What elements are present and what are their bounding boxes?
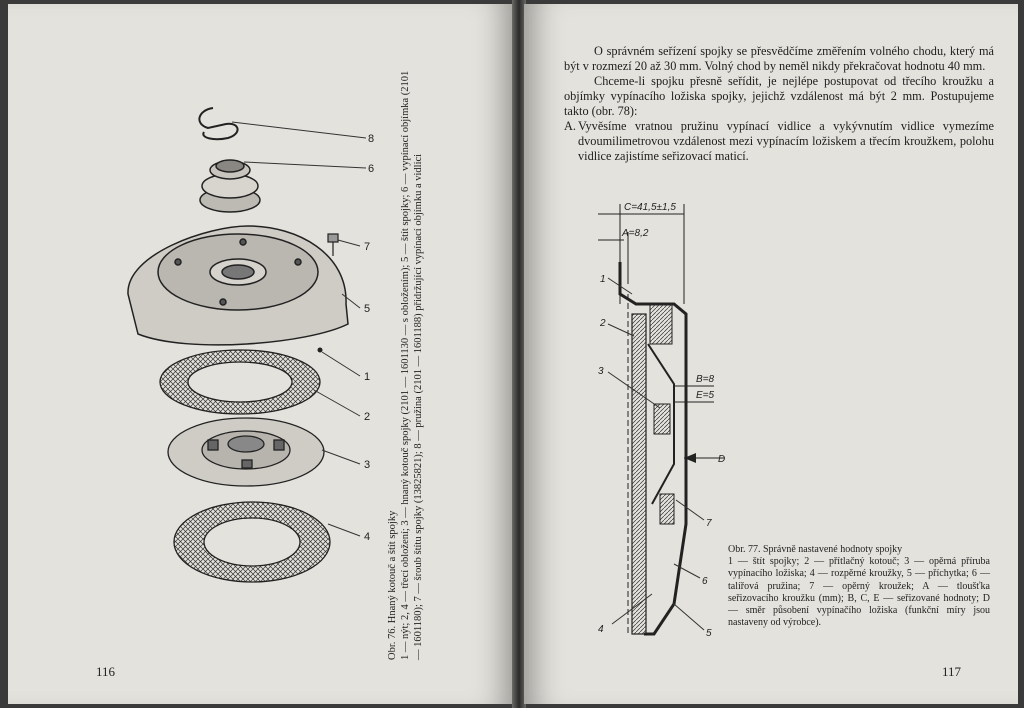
page-number-left: 116	[96, 664, 116, 679]
fig77-dim-a: A=8,2	[621, 228, 649, 239]
release-bearing-drawing	[199, 159, 261, 213]
paragraph-1: O správném seřízení spojky se přesvědčím…	[564, 44, 994, 73]
paragraph-2: Chceme-li spojku přesně seřídit, je nejl…	[564, 74, 994, 118]
right-page-body-text: O správném seřízení spojky se přesvědčím…	[564, 44, 994, 164]
cover-profile	[618, 262, 688, 636]
list-item-a-text: Vyvěsíme vratnou pružinu vypínací vidlic…	[578, 119, 994, 163]
fig77-part-2: 2	[599, 318, 606, 329]
fig76-label-6: 6	[368, 163, 374, 175]
fig77-dim-c: C=41,5±1,5	[624, 202, 676, 213]
fig76-label-3: 3	[364, 459, 370, 471]
page-number-right: 117	[942, 664, 962, 679]
fig76-label-1: 1	[364, 371, 370, 383]
fig76-label-8: 8	[368, 133, 374, 145]
book-gutter	[512, 0, 526, 708]
clutch-exploded-drawing: 8 6 7 5 1 2 3 4	[127, 107, 374, 583]
fig77-part-6: 6	[702, 576, 708, 587]
figure-77-caption: Obr. 77. Správně nastavené hodnoty spojk…	[728, 544, 990, 629]
friction-lining-upper-drawing	[159, 349, 321, 415]
fig77-part-5: 5	[706, 628, 712, 639]
figure-77-caption-title: Obr. 77. Správně nastavené hodnoty spojk…	[728, 544, 903, 555]
fig76-label-5: 5	[364, 303, 370, 315]
fig77-part-1: 1	[600, 274, 606, 285]
clutch-cover-drawing	[127, 225, 349, 346]
figure-77-caption-text: 1 — štít spojky; 2 — přítlačný kotouč; 3…	[728, 556, 990, 629]
list-item-a-label: A.	[564, 119, 576, 133]
figure-76-caption-title: Obr. 76. Hnaný kotouč a štít spojky	[387, 510, 398, 660]
figure-76-caption: Obr. 76. Hnaný kotouč a štít spojky 1 — …	[386, 60, 425, 660]
figure-76-caption-text: 1 — nýt; 2, 4 — třecí obložení; 3 — hnan…	[400, 70, 424, 660]
right-page: O správném seřízení spojky se přesvědčím…	[524, 4, 1018, 704]
fig77-dim-b: B=8	[696, 374, 715, 385]
fig77-dim-e: E=5	[696, 390, 715, 401]
fig76-label-7: 7	[364, 241, 370, 253]
friction-lining-lower-drawing	[173, 501, 331, 583]
clutch-section-drawing: C=41,5±1,5 A=8,2 B=8 E=5 D 1 2 3 7 6 4 5	[598, 202, 725, 639]
driven-disc-drawing	[167, 417, 325, 487]
fig76-label-2: 2	[364, 411, 370, 423]
fig76-label-4: 4	[364, 531, 370, 543]
fig77-part-3: 3	[598, 366, 604, 377]
fig77-label-d: D	[718, 454, 725, 465]
left-page: 8 6 7 5 1 2 3 4 Obr. 76. Hnaný kotouč a …	[8, 4, 514, 704]
bolt-drawing	[327, 233, 339, 256]
list-item-a: A. Vyvěsíme vratnou pružinu vypínací vid…	[564, 119, 994, 164]
spring-clip-drawing	[198, 107, 239, 141]
fig77-part-4: 4	[598, 624, 604, 635]
fig77-part-7: 7	[706, 518, 712, 529]
pressure-plate-section	[631, 313, 647, 635]
